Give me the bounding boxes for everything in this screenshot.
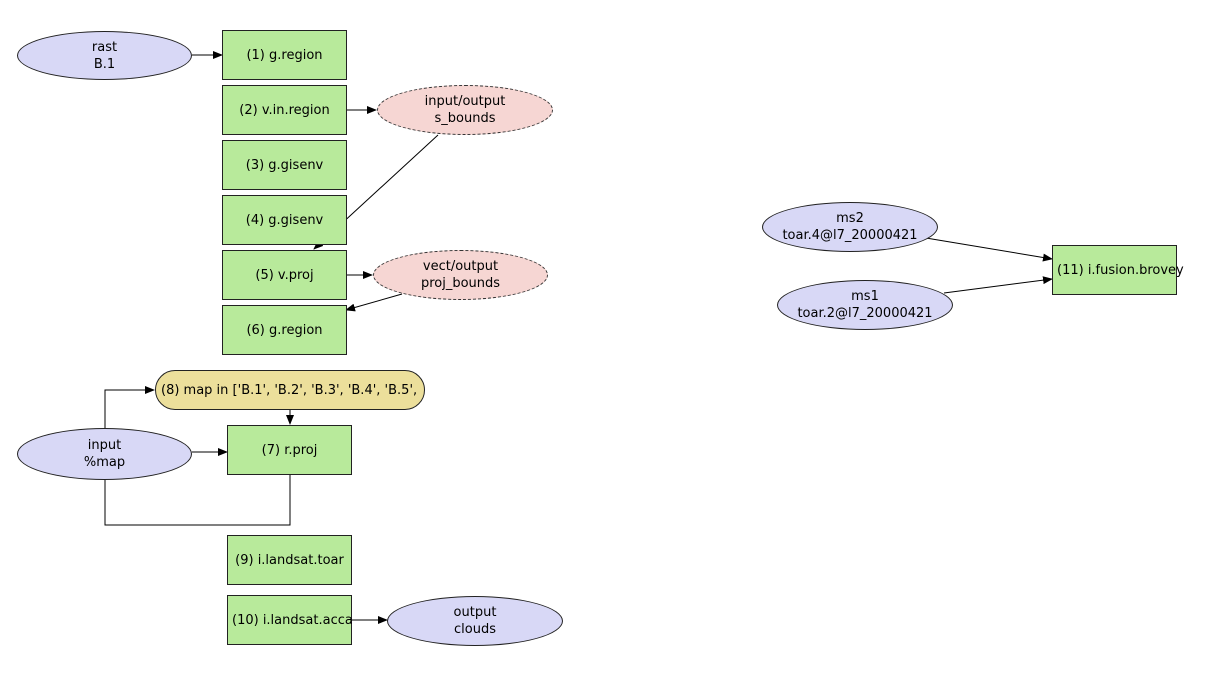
- node-v-proj-5: (5) v.proj: [222, 250, 347, 300]
- node-label: ms1 toar.2@l7_20000421: [797, 289, 933, 321]
- node-i-landsat-toar-9: (9) i.landsat.toar: [227, 535, 352, 585]
- node-label: input %map: [83, 438, 126, 470]
- edge-ms2-to-brovey: [925, 237, 1053, 262]
- node-ms2: ms2 toar.4@l7_20000421: [762, 202, 938, 252]
- node-ms1: ms1 toar.2@l7_20000421: [777, 280, 953, 330]
- node-g-gisenv-3: (3) g.gisenv: [222, 140, 347, 190]
- node-label: (1) g.region: [246, 47, 323, 63]
- node-label: (9) i.landsat.toar: [235, 552, 344, 568]
- node-label: (11) i.fusion.brovey: [1057, 262, 1184, 278]
- node-label: (4) g.gisenv: [245, 212, 324, 228]
- node-loop-map: (8) map in ['B.1', 'B.2', 'B.3', 'B.4', …: [155, 370, 425, 410]
- node-label: input/output s_bounds: [424, 94, 506, 126]
- node-g-gisenv-4: (4) g.gisenv: [222, 195, 347, 245]
- node-label: vect/output proj_bounds: [420, 259, 501, 291]
- node-label: ms2 toar.4@l7_20000421: [782, 211, 918, 243]
- node-label: (7) r.proj: [261, 442, 318, 458]
- node-i-landsat-acca-10: (10) i.landsat.acca: [227, 595, 353, 645]
- node-i-fusion-brovey-11: (11) i.fusion.brovey: [1052, 245, 1184, 295]
- node-label: rast B.1: [91, 39, 118, 72]
- edge-proj-bounds-to-g-region-6: [345, 293, 403, 312]
- edge-ms1-to-brovey: [943, 276, 1053, 294]
- edge-loop-back: [104, 386, 291, 526]
- node-label: output clouds: [453, 605, 497, 637]
- node-g-region-1: (1) g.region: [222, 30, 347, 80]
- node-label: (8) map in ['B.1', 'B.2', 'B.3', 'B.4', …: [161, 382, 418, 398]
- node-output-clouds: output clouds: [387, 596, 563, 646]
- node-r-proj-7: (7) r.proj: [227, 425, 352, 475]
- node-label: (2) v.in.region: [239, 102, 330, 118]
- node-rast-b1: rast B.1: [17, 31, 192, 80]
- node-g-region-6: (6) g.region: [222, 305, 347, 355]
- node-label: (3) g.gisenv: [245, 157, 324, 173]
- node-input-map: input %map: [17, 428, 192, 480]
- node-label: (6) g.region: [246, 322, 323, 338]
- node-v-in-region-2: (2) v.in.region: [222, 85, 347, 135]
- node-label: (10) i.landsat.acca: [232, 612, 353, 628]
- node-label: (5) v.proj: [255, 267, 314, 283]
- node-proj-bounds: vect/output proj_bounds: [373, 250, 548, 300]
- node-s-bounds: input/output s_bounds: [377, 85, 553, 135]
